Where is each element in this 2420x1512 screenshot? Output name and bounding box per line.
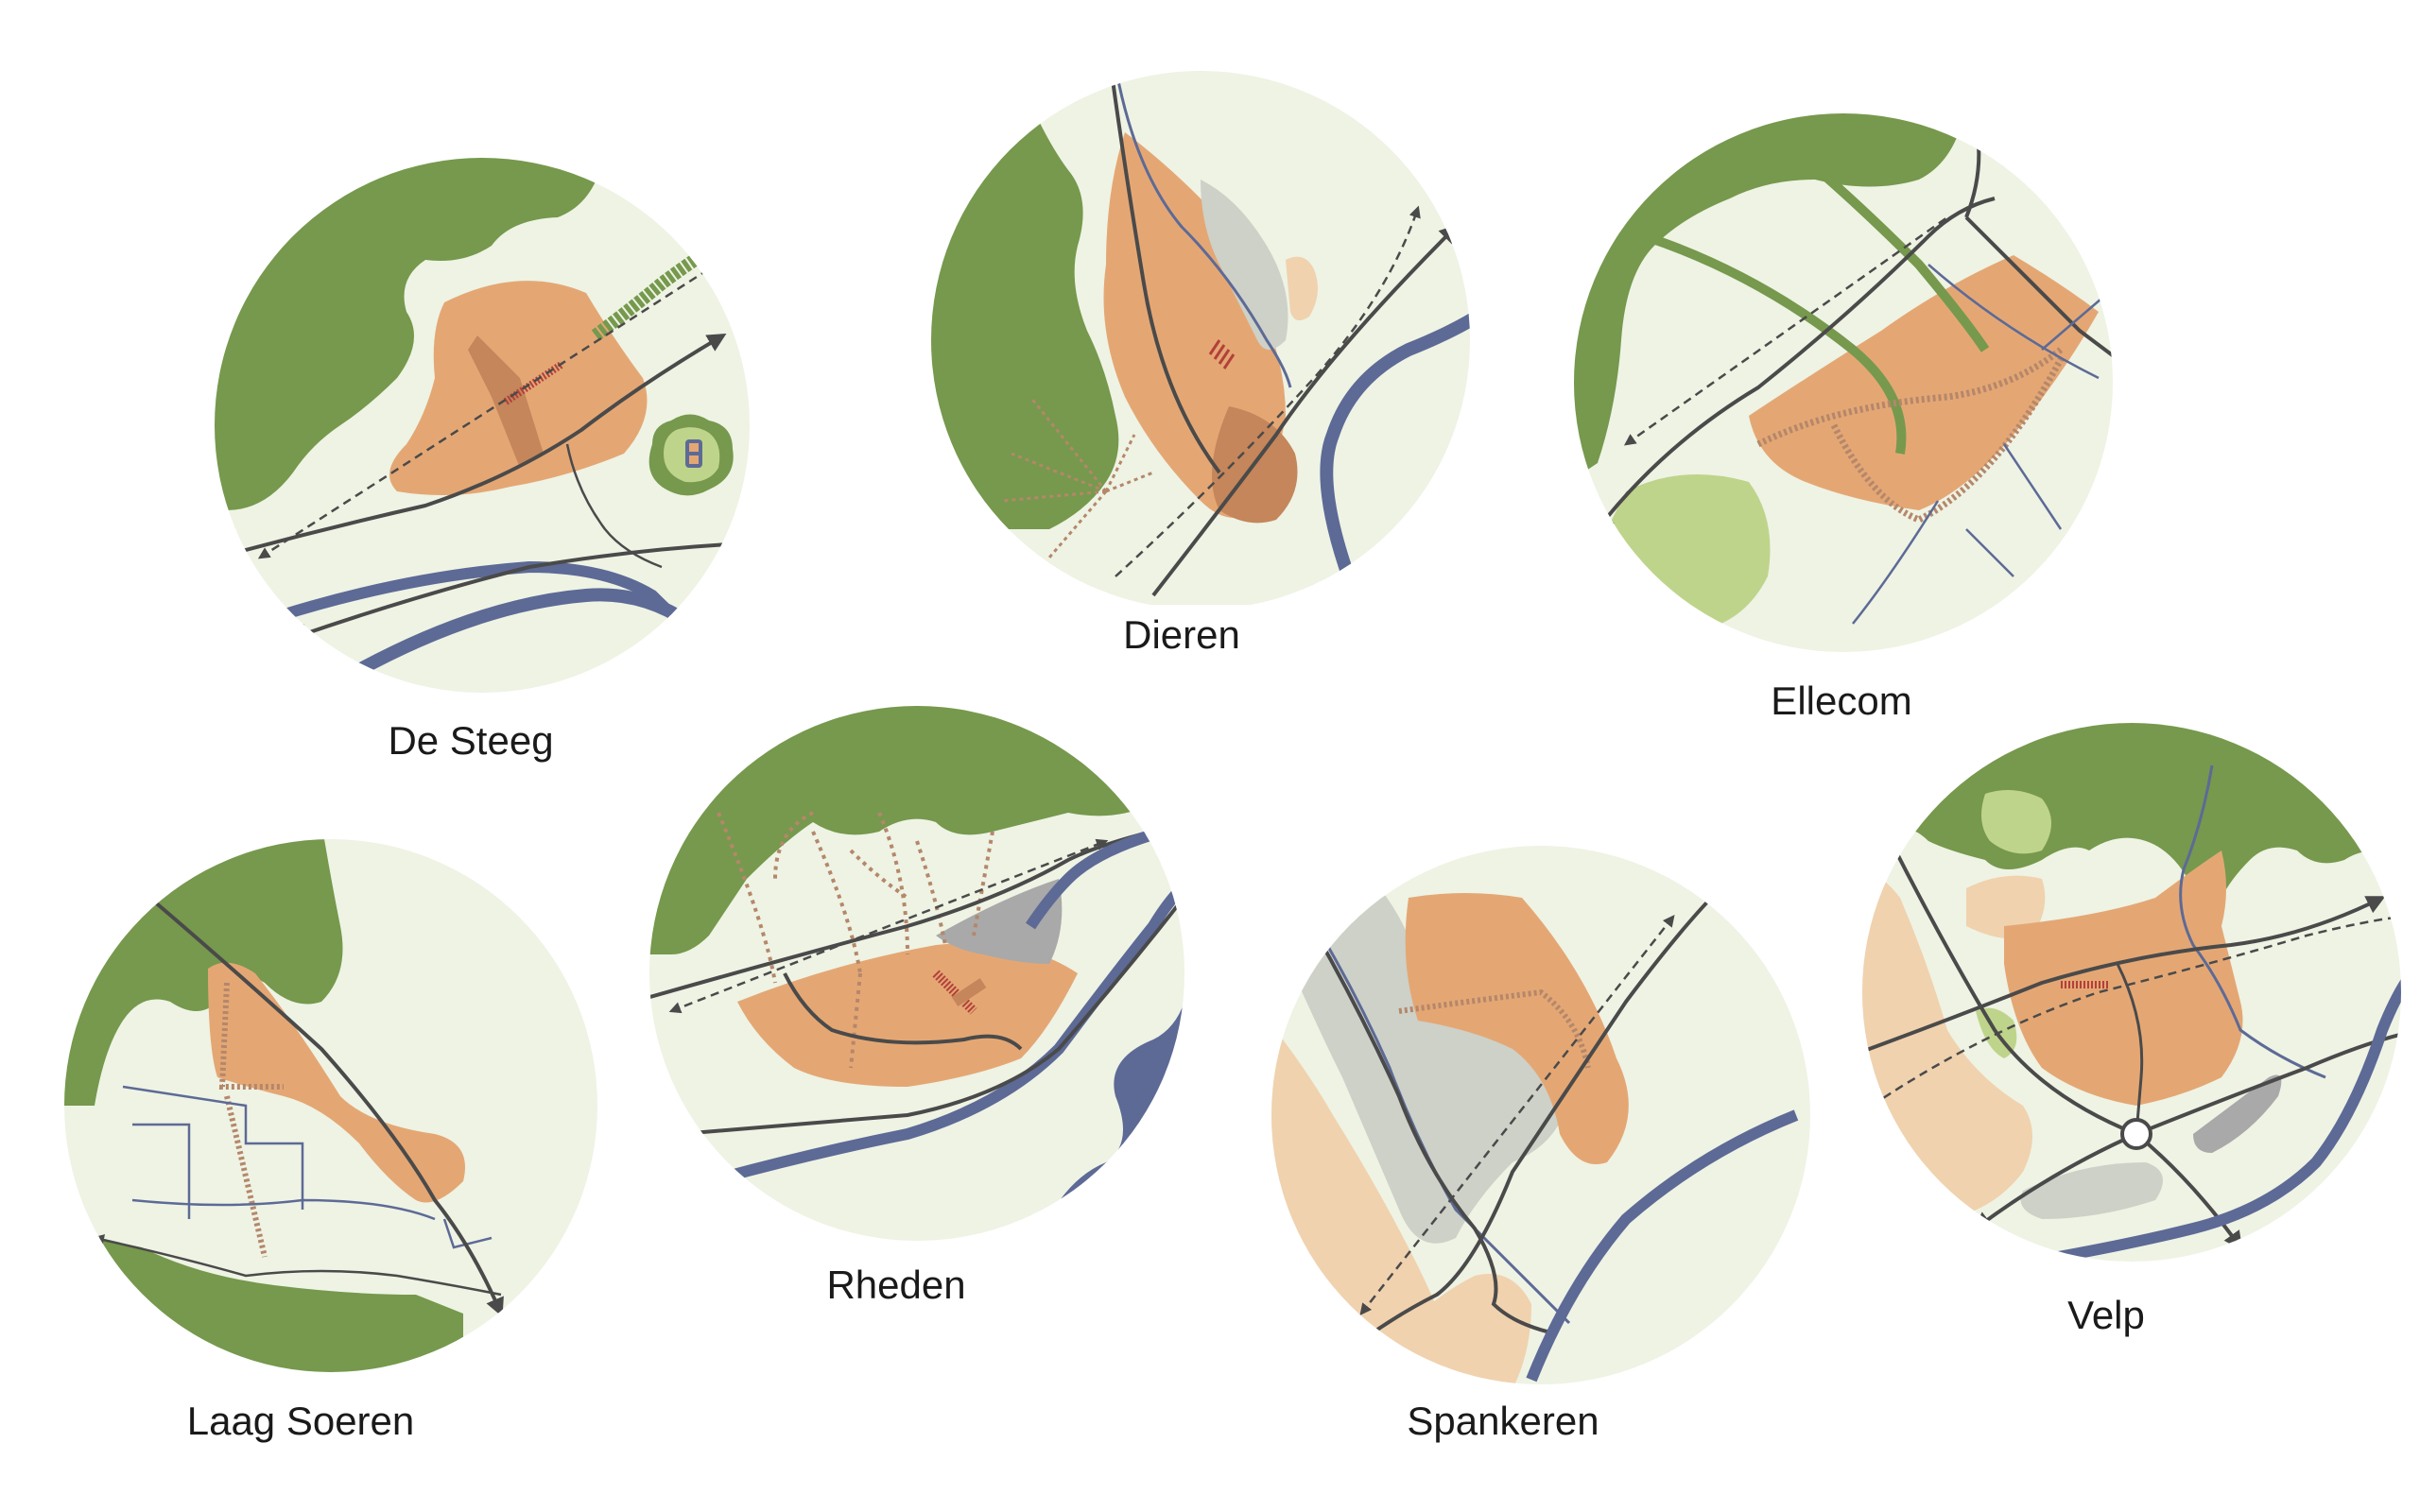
path-ring	[1756, 347, 2064, 448]
place-label-ellecom: Ellecom	[1771, 679, 1912, 723]
road-east	[2135, 1028, 2401, 1136]
floodplain	[1201, 180, 1288, 350]
place-label-laag-soeren: Laag Soeren	[186, 1399, 415, 1443]
map-dieren	[917, 57, 1503, 605]
place-label-de-steeg: De Steeg	[388, 718, 554, 763]
waterways	[1852, 264, 2109, 625]
road-north-south	[1879, 818, 2137, 1136]
railway	[1115, 205, 1421, 577]
waterway	[2179, 765, 2326, 1079]
place-label-spankeren: Spankeren	[1407, 1399, 1599, 1443]
map-ellecom	[1569, 104, 2155, 671]
roundabout	[2120, 1118, 2152, 1150]
river	[2003, 959, 2401, 1262]
road-east-2	[1964, 215, 2113, 375]
forest-corridor-2	[1792, 147, 1990, 352]
road-main	[1595, 197, 1996, 533]
forest-area	[1574, 113, 1966, 482]
railway	[1623, 215, 1948, 446]
waterway	[1112, 71, 1292, 388]
road-village	[2116, 963, 2144, 1135]
center-hatch	[1208, 339, 1236, 369]
road-east	[1151, 224, 1459, 597]
road-main	[215, 333, 727, 563]
paths-radial	[1001, 396, 1154, 558]
map-velp	[1834, 718, 2420, 1285]
pale-village-north	[1966, 875, 2046, 939]
road-main	[124, 876, 504, 1317]
meadow-north	[1981, 790, 2051, 854]
map-laag-soeren	[38, 822, 605, 1380]
road-main	[1862, 896, 2386, 1060]
road-sw	[1972, 1132, 2137, 1231]
village-area	[1749, 255, 2099, 510]
place-label-velp: Velp	[2067, 1293, 2145, 1337]
map-de-steeg	[208, 151, 775, 718]
river	[1526, 1109, 1799, 1383]
road-main	[1103, 71, 1221, 474]
place-label-rheden: Rheden	[826, 1263, 966, 1307]
pale-area	[1286, 256, 1318, 320]
railway	[1869, 915, 2401, 1108]
road-south	[677, 885, 1184, 1143]
floodplain	[2193, 1074, 2282, 1153]
road-south	[289, 534, 750, 643]
floodplain-south	[2020, 1162, 2163, 1219]
forest-corridor-1	[1643, 232, 1907, 455]
river	[1320, 306, 1470, 589]
map-rheden	[624, 690, 1229, 1257]
place-label-dieren: Dieren	[1123, 612, 1240, 657]
road-south	[92, 1234, 502, 1297]
map-spankeren	[1229, 832, 1834, 1389]
road-se	[2135, 1132, 2243, 1251]
